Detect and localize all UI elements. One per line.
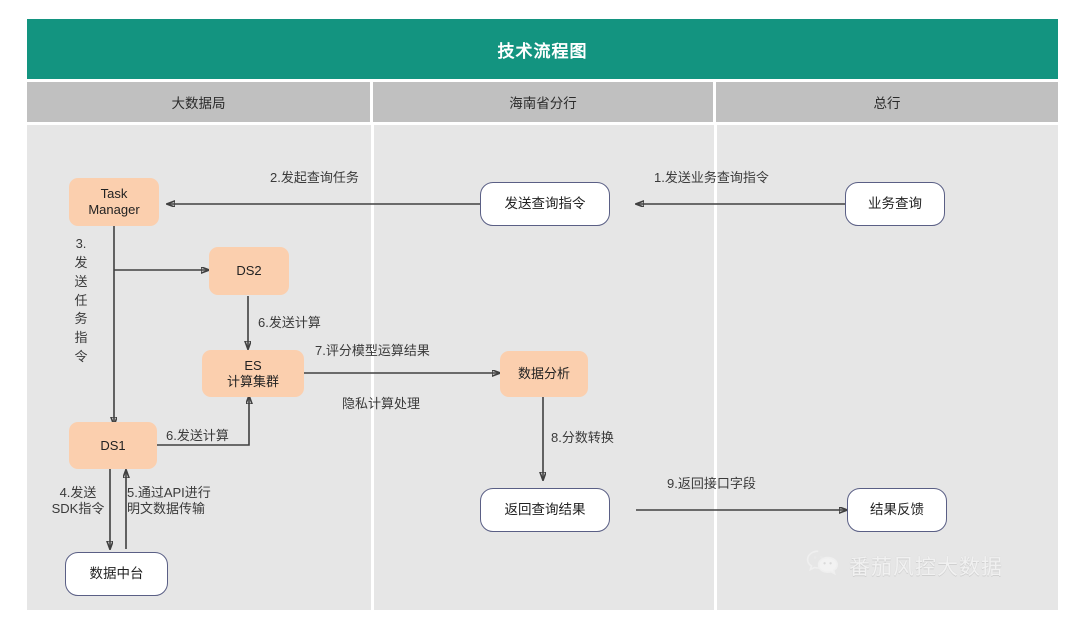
edge-label-4: 4.发送 SDK指令 — [40, 485, 116, 518]
node-result-feedback[interactable]: 结果反馈 — [847, 488, 947, 532]
edge-label-1: 1.发送业务查询指令 — [654, 170, 769, 185]
node-return-query-result[interactable]: 返回查询结果 — [480, 488, 610, 532]
lane-header-hainan-branch: 海南省分行 — [373, 82, 713, 122]
node-es-line1: ES — [244, 357, 262, 373]
edge-label-4-line1: 4.发送 — [59, 485, 97, 500]
node-es-line2: 计算集群 — [226, 373, 279, 389]
lane-divider-1 — [371, 125, 374, 610]
edge-label-2: 2.发起查询任务 — [270, 170, 359, 185]
node-task-manager-line2: Manager — [88, 202, 140, 217]
connector-layer — [27, 125, 1058, 610]
edge-label-9: 9.返回接口字段 — [667, 476, 756, 491]
node-ds1[interactable]: DS1 — [69, 422, 157, 469]
node-task-manager-line1: Task — [100, 186, 128, 202]
node-data-analysis[interactable]: 数据分析 — [500, 351, 588, 397]
node-business-query[interactable]: 业务查询 — [845, 182, 945, 226]
node-task-manager[interactable]: Task Manager — [69, 178, 159, 226]
page-title: 技术流程图 — [27, 19, 1058, 79]
edge-label-3: 3.发送任务指令 — [74, 236, 88, 365]
edge-label-6b: 6.发送计算 — [166, 428, 229, 443]
lane-header-big-data-bureau: 大数据局 — [27, 82, 370, 122]
diagram-canvas: Task Manager DS2 ES 计算集群 DS1 数据分析 发送查询指令… — [27, 125, 1058, 610]
edge-label-5: 5.通过API进行 明文数据传输 — [127, 485, 237, 518]
edge-label-5-line1: 5.通过API进行 — [127, 485, 211, 500]
lane-divider-2 — [714, 125, 717, 610]
node-es-cluster[interactable]: ES 计算集群 — [202, 350, 304, 397]
edge-6b — [157, 396, 249, 446]
node-data-platform[interactable]: 数据中台 — [65, 552, 168, 596]
edge-label-7b: 隐私计算处理 — [342, 396, 421, 411]
lane-header-head-office: 总行 — [716, 82, 1058, 122]
edge-label-4-line2: SDK指令 — [51, 501, 105, 517]
edge-label-5-line2: 明文数据传输 — [127, 501, 206, 517]
edge-label-8: 8.分数转换 — [551, 430, 614, 445]
node-send-query-command[interactable]: 发送查询指令 — [480, 182, 610, 226]
edge-label-6a: 6.发送计算 — [258, 315, 321, 330]
edge-label-7: 7.评分模型运算结果 — [315, 343, 430, 358]
node-ds2[interactable]: DS2 — [209, 247, 289, 295]
